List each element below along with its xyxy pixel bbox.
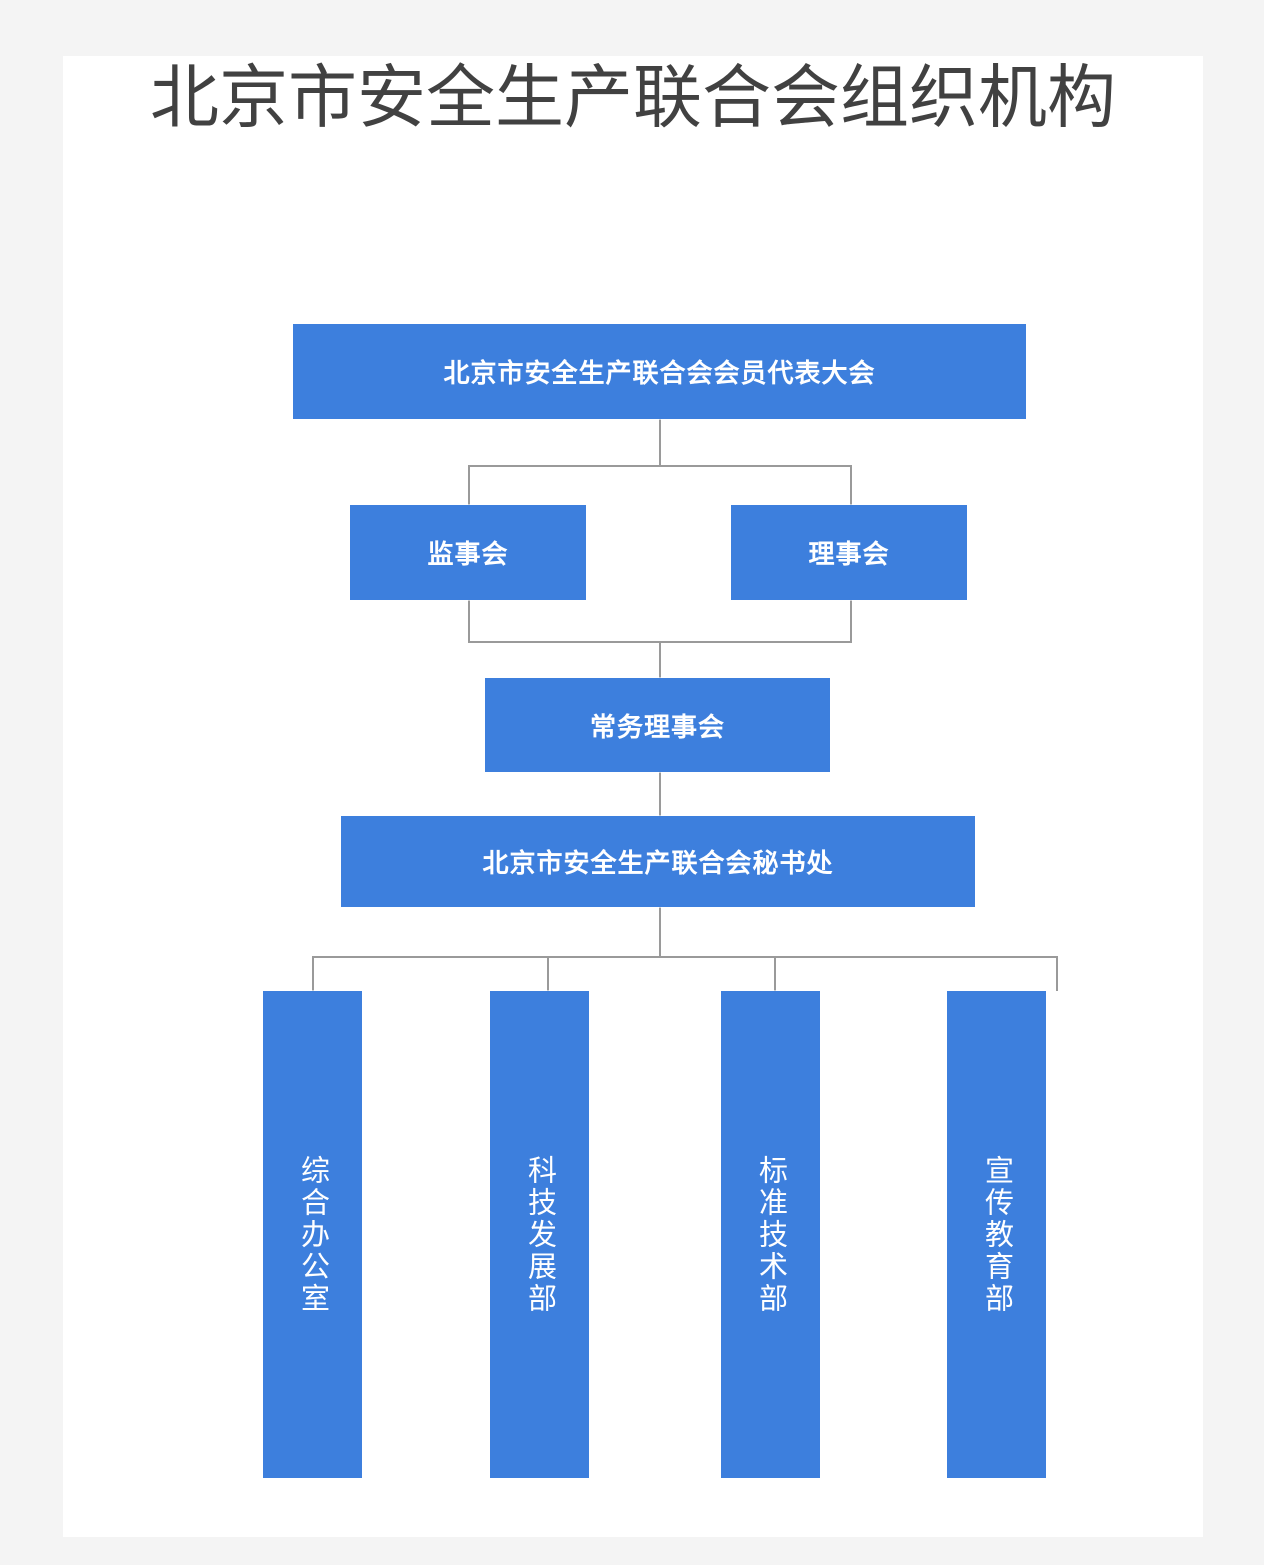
connector-root-stem [659,419,661,466]
node-label: 北京市安全生产联合会秘书处 [482,848,834,878]
connector-level5-bus [312,956,1056,958]
chart-card: 北京市安全生产联合会组织机构 北京市安全生产联合会会员代表大会 监事会 理事会 [63,56,1203,1537]
node-label: 北京市安全生产联合会会员代表大会 [443,358,876,388]
connector-to-kejifazhanbu [547,956,549,991]
connector-level2-bus [468,465,852,467]
node-publicity-education-dept[interactable]: 宣传教育部 [947,991,1046,1478]
connector-to-changwu [659,641,661,679]
connector-to-jianshihui [468,465,470,506]
node-science-technology-development-dept[interactable]: 科技发展部 [490,991,589,1478]
connector-to-lishihui [850,465,852,506]
node-standing-council[interactable]: 常务理事会 [485,678,830,772]
node-general-office[interactable]: 综合办公室 [263,991,362,1478]
organization-chart: 北京市安全生产联合会会员代表大会 监事会 理事会 常务理事会 北京市安全生产联合… [63,56,1203,1537]
node-label: 标准技术部 [754,1154,787,1315]
node-secretariat[interactable]: 北京市安全生产联合会秘书处 [341,816,975,907]
page-title: 北京市安全生产联合会组织机构 [150,59,1116,136]
connector-changwu-to-mishuchu [659,772,661,816]
node-board-of-directors[interactable]: 理事会 [731,505,967,600]
connector-jianshihui-down [468,600,470,642]
connector-to-zonghebangongshi [312,956,314,991]
node-label: 宣传教育部 [980,1154,1013,1315]
node-label: 监事会 [427,539,509,569]
node-label: 科技发展部 [523,1154,556,1315]
connector-mishuchu-stem [659,907,661,957]
node-label: 常务理事会 [589,711,725,742]
node-standards-technology-dept[interactable]: 标准技术部 [721,991,820,1478]
connector-to-xuanchuanjiaoyubu [1056,956,1058,991]
connector-lishihui-down [850,600,852,642]
node-board-of-supervisors[interactable]: 监事会 [350,505,586,600]
node-label: 理事会 [808,539,890,569]
node-label: 综合办公室 [296,1154,329,1315]
connector-to-biaozhunjishubu [774,956,776,991]
node-member-congress[interactable]: 北京市安全生产联合会会员代表大会 [293,324,1026,419]
